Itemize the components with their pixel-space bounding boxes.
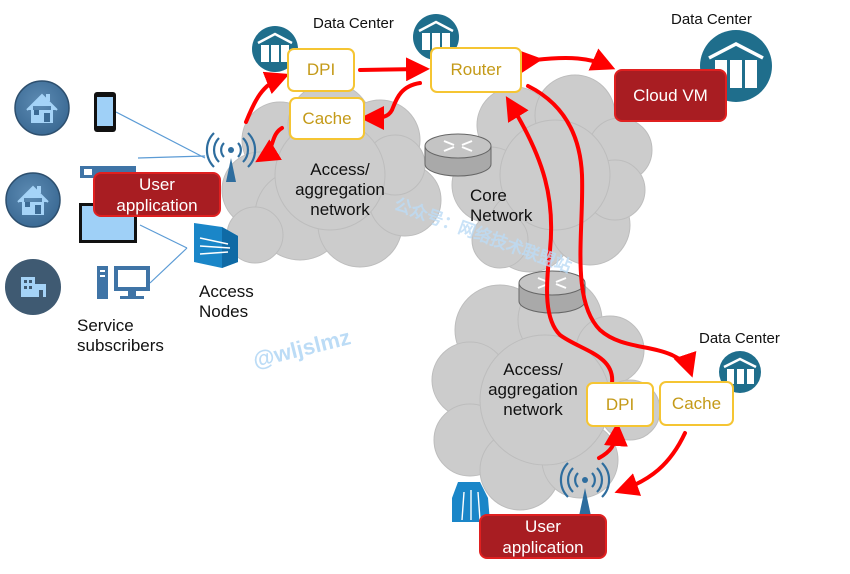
cache-box-bottom[interactable]: Cache [659,381,734,426]
office-building-icon [5,259,61,315]
label-line: aggregation [488,380,578,399]
home-icon [14,80,70,136]
flow-dpi-bottom-to-router [505,96,615,385]
router-icon [424,133,492,177]
access-node-icon [452,482,490,522]
label-line: Core [470,186,507,205]
label-line: aggregation [295,180,385,199]
user-app-label-line1: User [525,516,561,536]
access-network-label: Access/ aggregation network [285,160,395,220]
flow-cloudvm-router [517,48,616,74]
wireless-antenna-icon [205,132,257,182]
label-line: network [503,400,563,419]
smartphone-icon [94,92,116,132]
cloud-vm-box[interactable]: Cloud VM [614,69,727,122]
access-network-label: Access/ aggregation network [478,360,588,420]
label-line: Network [470,206,533,225]
flow-router-to-cache [360,81,422,130]
user-application-box-top[interactable]: User application [93,172,221,217]
flow-cache-to-antenna [255,126,284,163]
flow-antenna-to-dpi [244,71,290,124]
user-app-label-line2: application [502,537,584,557]
data-center-label: Data Center [313,15,394,32]
data-center-label: Data Center [671,11,752,28]
flow-router-to-cache-bottom [526,84,697,378]
label-line: subscribers [77,336,164,355]
flow-antenna-to-dpi-bottom [597,422,628,460]
flow-cache-to-antenna-bottom [614,431,687,496]
label-line: Service [77,316,134,335]
wireless-antenna-icon [559,462,611,516]
desktop-computer-icon [97,266,150,299]
service-subscribers-label: Service subscribers [77,316,164,356]
cloud-vm-label: Cloud VM [633,86,708,105]
label-line: Access/ [503,360,563,379]
router-icon [518,270,586,314]
label-line: Access [199,282,254,301]
user-application-box-bottom[interactable]: User application [479,514,607,559]
label-line: Access/ [310,160,370,179]
user-app-label-line2: application [116,195,198,215]
dpi-box-top[interactable]: DPI [287,48,355,92]
home-icon [5,172,61,228]
label-line: network [310,200,370,219]
access-node-icon [194,223,238,268]
traffic-flow-arrows [244,48,697,496]
access-nodes-label: Access Nodes [199,282,254,322]
data-center-label: Data Center [699,330,780,347]
subscriber-links [115,111,206,284]
flow-dpi-to-router [358,57,430,82]
cloud-core-network [451,74,653,273]
core-network-label: Core Network [470,186,532,226]
router-box[interactable]: Router [430,47,522,93]
data-center-icon [252,26,298,72]
label-line: Nodes [199,302,249,321]
cloud-access-network-top [221,82,442,268]
user-app-label-line1: User [139,174,175,194]
dpi-box-bottom[interactable]: DPI [586,382,654,427]
cache-box-top[interactable]: Cache [289,97,365,140]
